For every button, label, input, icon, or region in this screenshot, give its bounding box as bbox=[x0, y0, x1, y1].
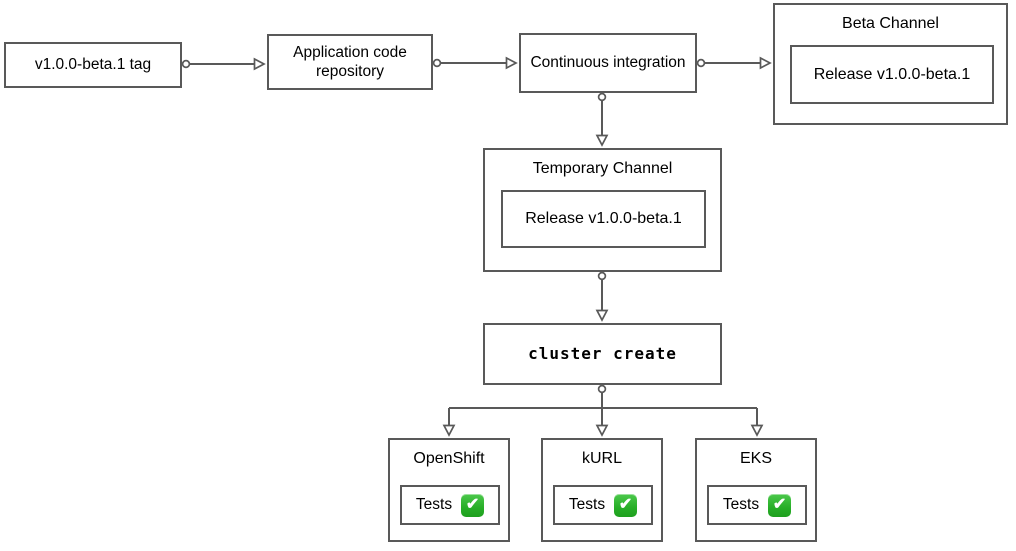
beta-channel-title: Beta Channel bbox=[842, 15, 939, 32]
tests-label: Tests bbox=[568, 496, 606, 513]
check-mark-icon: ✔ bbox=[461, 493, 485, 517]
node-beta-release: Release v1.0.0-beta.1 bbox=[790, 45, 994, 104]
cluster-create-label: cluster create bbox=[528, 344, 677, 363]
node-application-code-repository: Application code repository bbox=[267, 34, 433, 90]
check-mark-icon: ✔ bbox=[768, 493, 792, 517]
tests-row: Tests ✔ bbox=[722, 493, 792, 517]
openshift-tests-box: Tests ✔ bbox=[400, 485, 500, 525]
node-kurl: kURL Tests ✔ bbox=[541, 438, 663, 542]
node-eks: EKS Tests ✔ bbox=[695, 438, 817, 542]
node-cluster-create: cluster create bbox=[483, 323, 722, 385]
tests-label: Tests bbox=[722, 496, 760, 513]
kurl-tests-box: Tests ✔ bbox=[553, 485, 653, 525]
node-beta-channel: Beta Channel Release v1.0.0-beta.1 bbox=[773, 3, 1008, 125]
tests-row: Tests ✔ bbox=[568, 493, 638, 517]
temporary-release-label: Release v1.0.0-beta.1 bbox=[525, 210, 682, 227]
tests-row: Tests ✔ bbox=[415, 493, 485, 517]
tests-label: Tests bbox=[415, 496, 453, 513]
node-temporary-release: Release v1.0.0-beta.1 bbox=[501, 190, 706, 248]
check-mark-icon: ✔ bbox=[614, 493, 638, 517]
node-version-tag: v1.0.0-beta.1 tag bbox=[4, 42, 182, 88]
openshift-title: OpenShift bbox=[413, 450, 485, 467]
beta-release-label: Release v1.0.0-beta.1 bbox=[813, 65, 971, 83]
repository-label: Application code repository bbox=[293, 43, 407, 80]
continuous-integration-label: Continuous integration bbox=[530, 54, 686, 72]
eks-title: EKS bbox=[739, 450, 772, 467]
node-continuous-integration: Continuous integration bbox=[519, 33, 697, 93]
node-openshift: OpenShift Tests ✔ bbox=[388, 438, 510, 542]
kurl-title: kURL bbox=[581, 450, 622, 467]
node-temporary-channel: Temporary Channel Release v1.0.0-beta.1 bbox=[483, 148, 722, 272]
version-tag-label: v1.0.0-beta.1 tag bbox=[34, 56, 152, 74]
eks-tests-box: Tests ✔ bbox=[707, 485, 807, 525]
temporary-channel-title: Temporary Channel bbox=[532, 160, 673, 177]
